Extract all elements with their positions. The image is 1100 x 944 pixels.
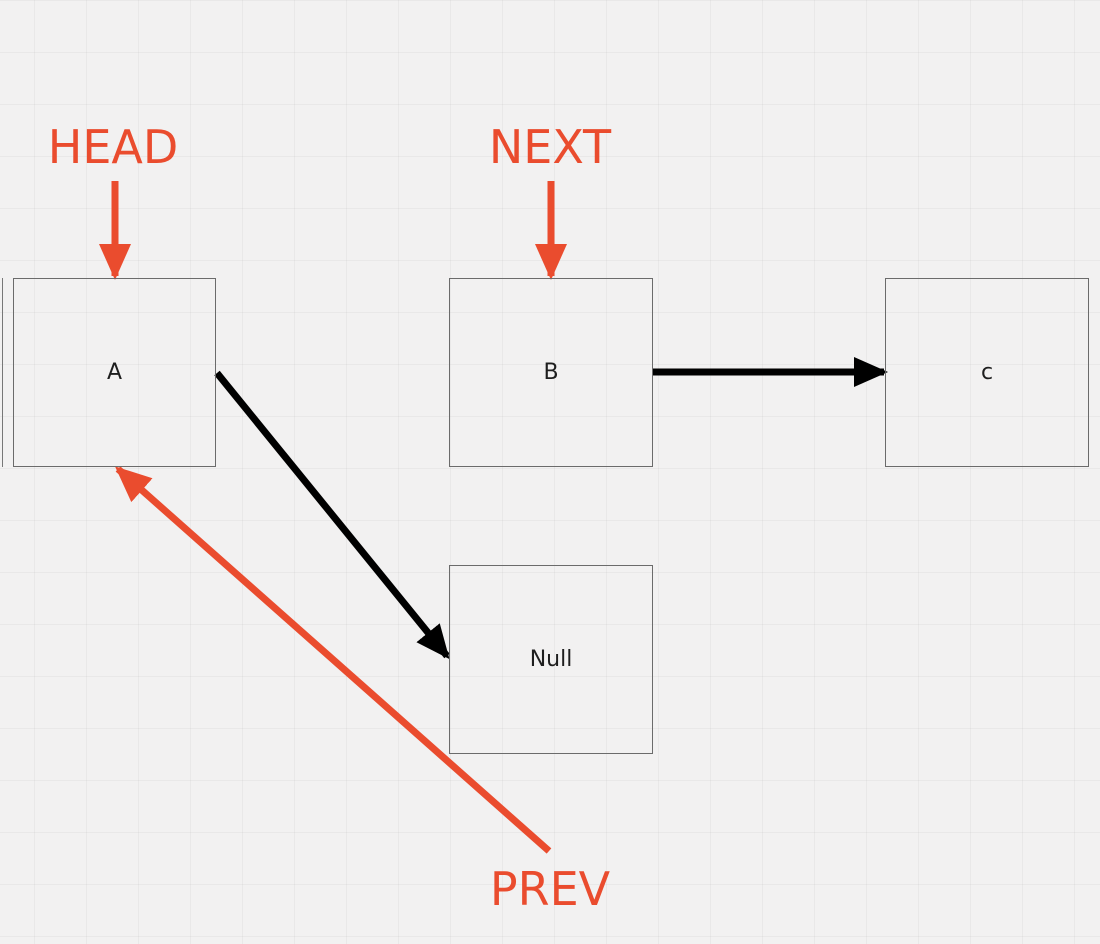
prev-pointer-arrow[interactable] — [115, 466, 552, 854]
node-c[interactable]: c — [885, 278, 1089, 467]
next-pointer-label[interactable]: NEXT — [488, 120, 612, 174]
offscreen-node-edge — [0, 278, 3, 467]
node-c-label: c — [980, 360, 994, 385]
node-null[interactable]: Null — [449, 565, 653, 754]
node-b-label: B — [543, 360, 559, 385]
prev-pointer-label[interactable]: PREV — [489, 862, 611, 916]
node-a[interactable]: A — [13, 278, 216, 467]
node-null-label: Null — [529, 647, 573, 672]
head-pointer-label[interactable]: HEAD — [47, 120, 179, 174]
node-a-label: A — [106, 360, 123, 385]
link-a-to-null[interactable] — [214, 370, 450, 660]
node-b[interactable]: B — [449, 278, 653, 467]
